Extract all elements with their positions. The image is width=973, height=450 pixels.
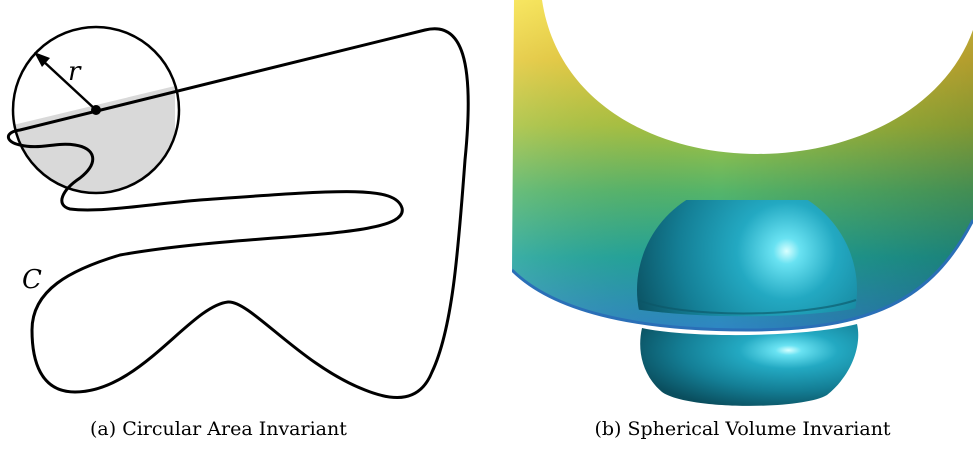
radius-arrow	[41, 59, 97, 111]
sphere-lower-part	[640, 324, 859, 406]
surface-lower-edge	[510, 219, 973, 332]
sphere-upper-part	[637, 200, 857, 317]
curve-label: C	[22, 265, 42, 295]
caption-a: (a) Circular Area Invariant	[90, 418, 347, 440]
radius-arrowhead	[34, 52, 50, 67]
circle-center-point	[91, 105, 101, 115]
spherical-volume-render	[510, 0, 973, 406]
radius-label: r	[68, 57, 82, 87]
shaded-intersection-region	[13, 86, 175, 193]
panel-spherical-volume: (b) Spherical Volume Invariant	[510, 0, 973, 445]
circular-area-diagram: r C	[6, 25, 470, 399]
caption-b: (b) Spherical Volume Invariant	[594, 418, 891, 440]
sphere-intersection-line	[637, 299, 857, 315]
surface-shading	[512, 0, 973, 330]
panel-circular-area: r C (a) Circular Area Invariant	[0, 0, 470, 445]
curve-c	[6, 27, 470, 399]
circle-boundary	[11, 25, 181, 195]
